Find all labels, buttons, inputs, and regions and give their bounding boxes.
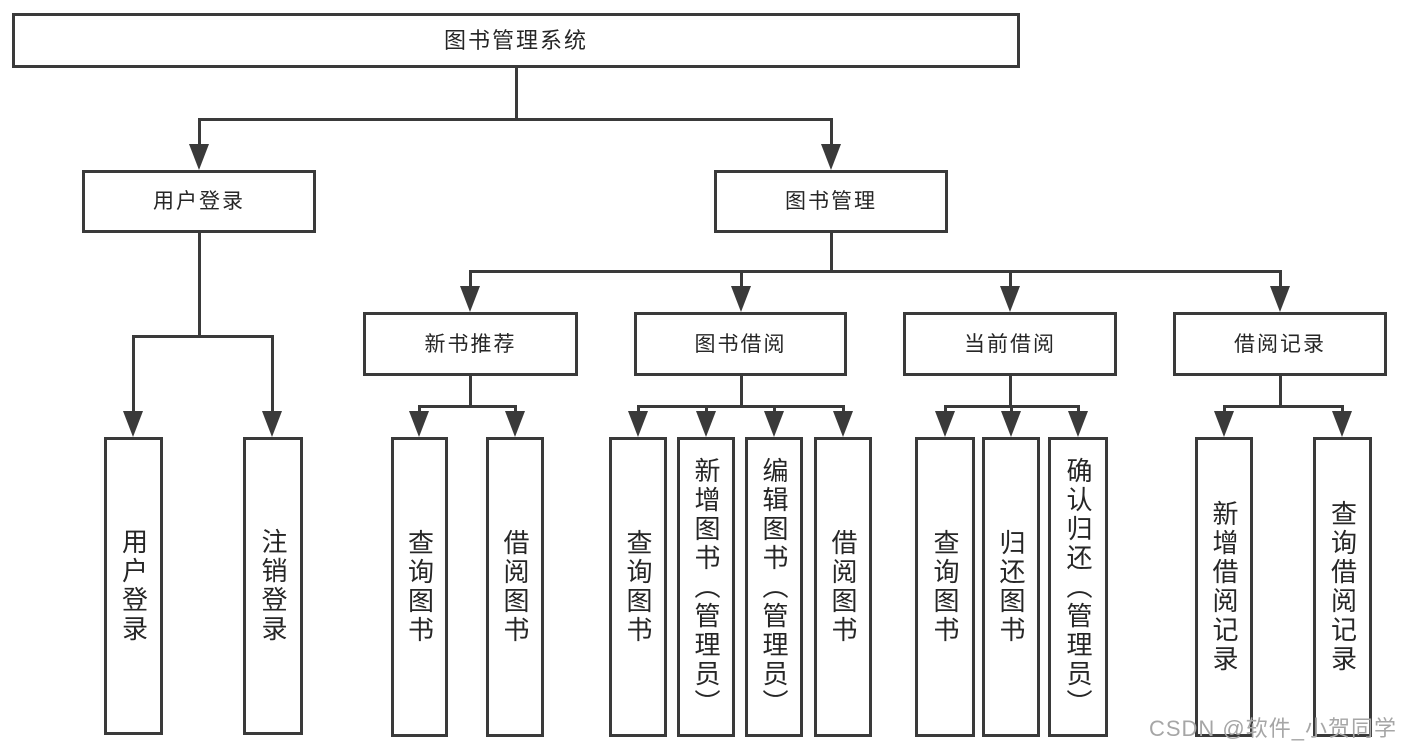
connector-drop [636, 406, 640, 415]
node-leaf-return-book: 归还图书 [982, 437, 1040, 737]
connector-stub [829, 233, 833, 272]
arrow-down-icon [935, 411, 955, 437]
connector-drop [739, 271, 743, 290]
node-root: 图书管理系统 [12, 13, 1020, 68]
arrow-down-icon [1270, 286, 1290, 312]
node-borrow-record: 借阅记录 [1173, 312, 1387, 376]
arrow-down-icon [731, 286, 751, 312]
arrow-down-icon [189, 144, 209, 170]
connector-drop [417, 406, 421, 415]
connector-bar [468, 269, 1282, 273]
connector-drop [1222, 406, 1226, 415]
arrow-down-icon [409, 411, 429, 437]
arrow-down-icon [1332, 411, 1352, 437]
node-leaf-edit-book: 编辑图书（管理员） [745, 437, 803, 737]
node-leaf-borrow-book-2: 借阅图书 [814, 437, 872, 737]
node-book-borrow: 图书借阅 [634, 312, 847, 376]
connector-drop [841, 406, 845, 415]
connector-stub [468, 376, 472, 407]
connector-stub [1278, 376, 1282, 407]
node-leaf-add-record: 新增借阅记录 [1195, 437, 1253, 737]
connector-drop [1278, 271, 1282, 290]
connector-drop [1076, 406, 1080, 415]
connector-drop [772, 406, 776, 415]
node-leaf-query-record: 查询借阅记录 [1313, 437, 1372, 737]
node-leaf-add-book: 新增图书（管理员） [677, 437, 735, 737]
arrow-down-icon [696, 411, 716, 437]
node-leaf-query-book-2: 查询图书 [609, 437, 667, 737]
connector-drop [1009, 406, 1013, 415]
node-leaf-user-login: 用户登录 [104, 437, 163, 735]
connector-drop [131, 336, 135, 415]
node-leaf-borrow-book-1: 借阅图书 [486, 437, 544, 737]
node-leaf-confirm-return: 确认归还（管理员） [1048, 437, 1108, 737]
arrow-down-icon [460, 286, 480, 312]
arrow-down-icon [1000, 286, 1020, 312]
connector-drop [1008, 271, 1012, 290]
arrow-down-icon [1001, 411, 1021, 437]
connector-bar [197, 117, 833, 121]
connector-drop [513, 406, 517, 415]
connector-bar [131, 334, 274, 338]
connector-drop [197, 119, 201, 148]
node-new-book-rec: 新书推荐 [363, 312, 578, 376]
connector-stub [514, 68, 518, 120]
node-leaf-query-book-1: 查询图书 [391, 437, 448, 737]
arrow-down-icon [764, 411, 784, 437]
connector-bar [636, 404, 845, 408]
connector-drop [1340, 406, 1344, 415]
connector-bar [417, 404, 517, 408]
connector-stub [1008, 376, 1012, 407]
node-user-login: 用户登录 [82, 170, 316, 233]
arrow-down-icon [505, 411, 525, 437]
connector-drop [704, 406, 708, 415]
connector-drop [943, 406, 947, 415]
node-leaf-query-book-3: 查询图书 [915, 437, 975, 737]
connector-bar [1222, 404, 1344, 408]
node-book-mgmt: 图书管理 [714, 170, 948, 233]
arrow-down-icon [628, 411, 648, 437]
arrow-down-icon [1214, 411, 1234, 437]
connector-drop [270, 336, 274, 415]
connector-stub [197, 233, 201, 337]
node-leaf-logout: 注销登录 [243, 437, 303, 735]
arrow-down-icon [833, 411, 853, 437]
arrow-down-icon [262, 411, 282, 437]
connector-stub [739, 376, 743, 407]
connector-drop [468, 271, 472, 290]
node-current-borrow: 当前借阅 [903, 312, 1117, 376]
arrow-down-icon [821, 144, 841, 170]
arrow-down-icon [1068, 411, 1088, 437]
connector-drop [829, 119, 833, 148]
arrow-down-icon [123, 411, 143, 437]
